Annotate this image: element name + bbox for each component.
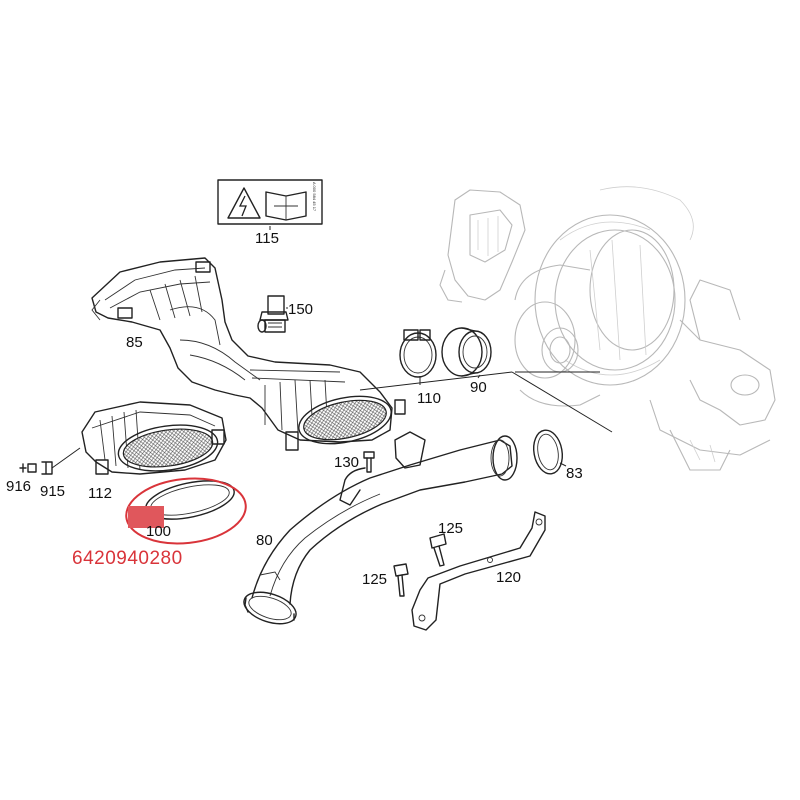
callout-85: 85 <box>126 334 143 351</box>
highlighted-part-number: 6420940280 <box>72 548 183 569</box>
callout-125-lower: 125 <box>362 571 387 588</box>
bolt-part-130 <box>363 451 375 473</box>
callout-83: 83 <box>566 465 583 482</box>
highlight-marker <box>128 506 164 528</box>
svg-text:A 000 584 45 17: A 000 584 45 17 <box>312 182 317 212</box>
sensor-part-150 <box>257 295 289 333</box>
callout-100: 100 <box>146 523 171 540</box>
guide-line <box>359 371 513 391</box>
callout-90: 90 <box>470 379 487 396</box>
guide-line <box>511 371 613 433</box>
bracket-part-120 <box>411 511 546 631</box>
bolt-part-125-lower <box>393 563 409 597</box>
callout-150: 150 <box>288 301 313 318</box>
highlight-ellipse <box>125 477 247 545</box>
bolt-part-125-upper <box>429 533 447 567</box>
clamp-part-110 <box>399 329 437 378</box>
callout-916: 916 <box>6 478 31 495</box>
callout-120: 120 <box>496 569 521 586</box>
coupling-part-90 <box>441 327 492 377</box>
charge-pipe-part-80 <box>243 431 518 625</box>
gasket-part-100 <box>125 477 247 545</box>
callout-915: 915 <box>40 483 65 500</box>
fittings-916-915 <box>19 447 81 475</box>
o-ring-part-83 <box>532 429 564 475</box>
intake-duct-part-85 <box>91 257 406 451</box>
warning-label-part-115: A 000 584 45 17 <box>217 179 323 225</box>
callout-80: 80 <box>256 532 273 549</box>
callout-130: 130 <box>334 454 359 471</box>
leader-lines <box>269 226 567 467</box>
turbocharger-ghost <box>439 186 776 471</box>
callout-115: 115 <box>255 230 279 247</box>
callout-112: 112 <box>88 485 112 502</box>
callout-110: 110 <box>417 390 441 407</box>
callout-125-upper: 125 <box>438 520 463 537</box>
air-housing-part-112 <box>81 401 227 475</box>
